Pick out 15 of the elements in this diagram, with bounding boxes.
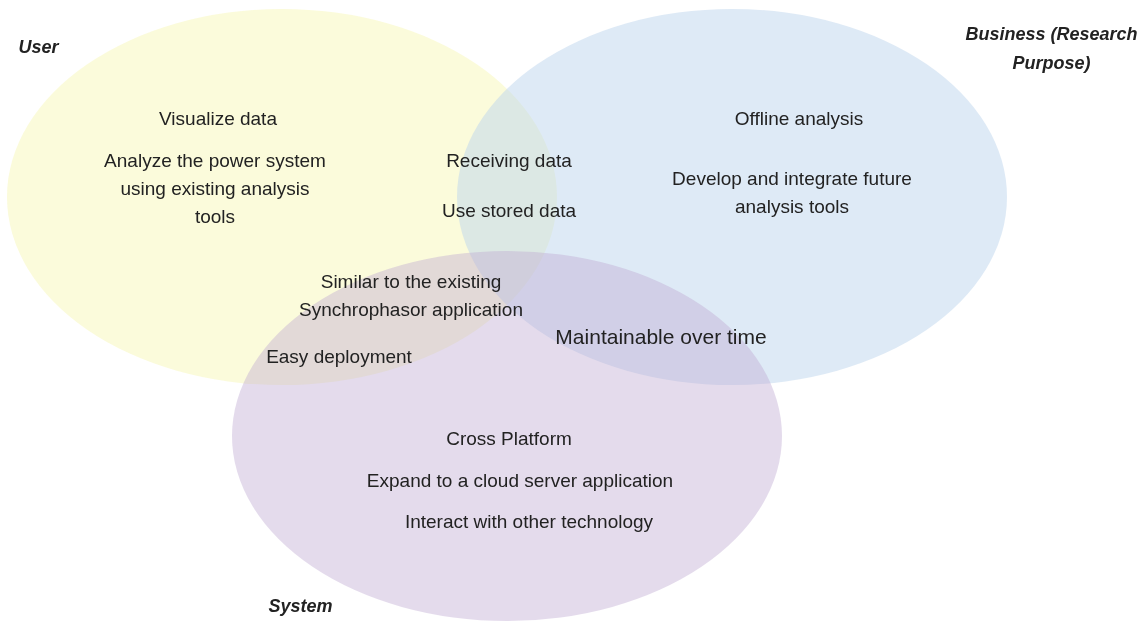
requirement-text: Develop and integrate future analysis tools <box>671 167 913 219</box>
circle-heading: Business (Research Purpose) <box>965 23 1138 75</box>
circle-heading: User <box>17 36 60 59</box>
requirement-text: Offline analysis <box>733 107 865 131</box>
requirement-text: Maintainable over time <box>554 324 768 350</box>
requirement-text: Visualize data <box>158 107 278 131</box>
requirement-text: Analyze the power system using existing analysis tools <box>103 149 327 229</box>
requirement-text: Similar to the existing Synchrophasor application <box>298 270 524 322</box>
requirement-text: Use stored data <box>440 199 578 223</box>
requirement-text: Easy deployment <box>265 345 413 369</box>
requirement-text: Interact with other technology <box>403 510 655 534</box>
requirement-text: Cross Platform <box>445 427 573 451</box>
requirement-text: Receiving data <box>445 149 573 173</box>
requirement-text: Expand to a cloud server application <box>365 469 675 493</box>
circle-heading: System <box>267 595 334 618</box>
